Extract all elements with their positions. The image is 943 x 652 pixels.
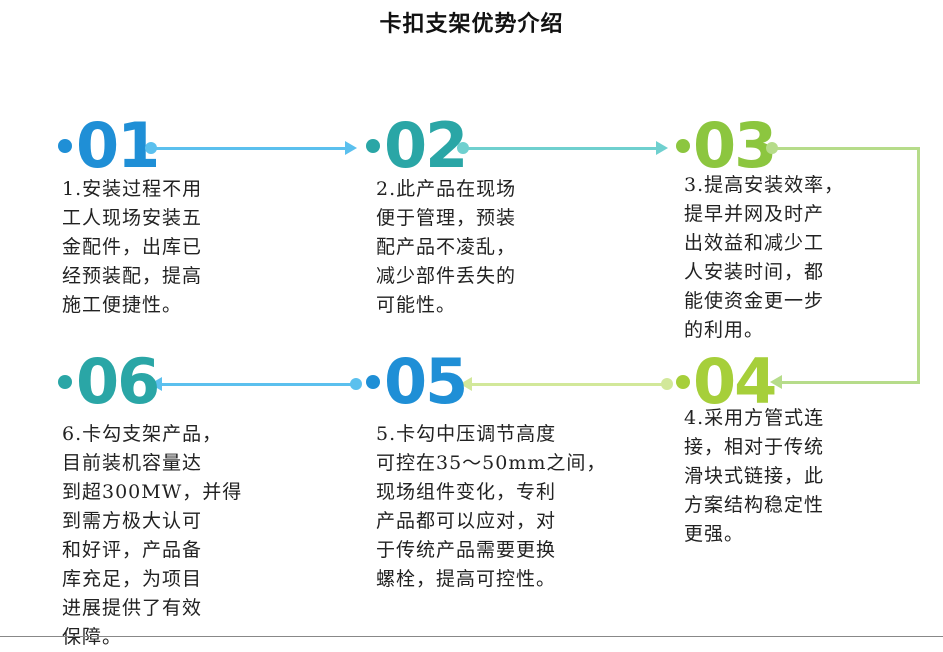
step-5-description-line: 于传统产品需要更换	[376, 539, 557, 561]
step-04-description: 4.采用方管式连接，相对于传统滑块式链接，此方案结构稳定性更强。	[684, 404, 824, 549]
step-3-description-line: 出效益和减少工	[684, 232, 825, 254]
step-6-description-line: 和好评，产品备	[62, 539, 203, 561]
step-4-description-line: 更强。	[684, 523, 745, 545]
step-3-description-line: 能使资金更一步	[684, 290, 825, 312]
connector-4-line	[470, 383, 663, 386]
step-1-description-line: 经预装配，提高	[62, 265, 203, 287]
step-02-description: 2.此产品在现场便于管理，预装配产品不凌乱， 减少部件丢失的可能性。	[376, 175, 516, 320]
connector-3-top-line	[777, 147, 920, 150]
step-5-description-line: 产品都可以应对，对	[376, 510, 557, 532]
step-02-number: 02	[384, 109, 468, 182]
step-05-description: 5.卡勾中压调节高度可控在35～50mm之间， 现场组件变化，专利产品都可以应对，…	[376, 420, 606, 594]
step-2-description-line: 便于管理，预装	[376, 207, 517, 229]
step-2-description-line: 减少部件丢失的	[376, 265, 517, 287]
connector-2-arrow	[656, 141, 668, 155]
step-2-description-line: 配产品不凌乱，	[376, 236, 517, 258]
step-06-dot	[58, 375, 72, 389]
step-05-dot	[366, 375, 380, 389]
bottom-divider	[0, 636, 943, 637]
step-4-description-line: 4.采用方管式连	[684, 407, 825, 429]
connector-1-line	[156, 147, 348, 150]
step-3-description-line: 的利用。	[684, 319, 765, 341]
connector-5-start-dot	[350, 378, 362, 390]
connector-3-arrow	[770, 375, 782, 389]
step-4-description-line: 方案结构稳定性	[684, 494, 825, 516]
step-3-description-line: 人安装时间，都	[684, 261, 825, 283]
connector-1-arrow	[345, 141, 357, 155]
page-title: 卡扣支架优势介绍	[379, 12, 564, 37]
step-04-number: 04	[693, 345, 777, 418]
step-5-description-line: 螺栓，提高可控性。	[376, 568, 557, 590]
step-1-description-line: 工人现场安装五	[62, 207, 203, 229]
step-05-number: 05	[384, 345, 468, 418]
step-2-description-line: 2.此产品在现场	[376, 178, 517, 200]
step-1-description-line: 金配件，出库已	[62, 236, 203, 258]
connector-2-line	[468, 147, 658, 150]
step-6-description-line: 库充足，为项目	[62, 568, 203, 590]
connector-3-bottom-line	[780, 381, 920, 384]
step-6-description-line: 保障。	[62, 626, 123, 648]
connector-1-start-dot	[145, 142, 157, 154]
connector-5-arrow	[150, 377, 162, 391]
step-3-description-line: 3.提高安装效率，	[684, 174, 845, 196]
step-03-number: 03	[693, 109, 777, 182]
step-1-description-line: 施工便捷性。	[62, 294, 183, 316]
step-03-description: 3.提高安装效率， 提早并网及时产出效益和减少工人安装时间，都能使资金更一步的利用…	[684, 171, 844, 345]
step-6-description-line: 6.卡勾支架产品，	[62, 423, 223, 445]
step-6-description-line: 到需方极大认可	[62, 510, 203, 532]
step-3-description-line: 提早并网及时产	[684, 203, 825, 225]
connector-2-start-dot	[457, 142, 469, 154]
step-06-description: 6.卡勾支架产品， 目前装机容量达到超300MW，并得到需方极大认可和好评，产品备…	[62, 420, 242, 652]
step-4-description-line: 接，相对于传统	[684, 436, 825, 458]
connector-4-arrow	[460, 377, 472, 391]
step-5-description-line: 现场组件变化，专利	[376, 481, 557, 503]
step-01-dot	[58, 139, 72, 153]
step-6-description-line: 目前装机容量达	[62, 452, 203, 474]
step-6-description-line: 到超300MW，并得	[62, 481, 243, 503]
step-2-description-line: 可能性。	[376, 294, 457, 316]
step-5-description-line: 5.卡勾中压调节高度	[376, 423, 557, 445]
step-02-dot	[366, 139, 380, 153]
step-04-dot	[676, 375, 690, 389]
connector-3-side-line	[917, 147, 920, 384]
connector-5-line	[160, 383, 352, 386]
step-1-description-line: 1.安装过程不用	[62, 178, 203, 200]
step-5-description-line: 可控在35～50mm之间，	[376, 452, 607, 474]
connector-4-start-dot	[661, 378, 673, 390]
step-03-dot	[676, 139, 690, 153]
step-06-number: 06	[76, 345, 160, 418]
step-4-description-line: 滑块式链接，此	[684, 465, 825, 487]
step-01-description: 1.安装过程不用工人现场安装五金配件，出库已经预装配，提高施工便捷性。	[62, 175, 202, 320]
connector-3-start-dot	[766, 142, 778, 154]
step-6-description-line: 进展提供了有效	[62, 597, 203, 619]
